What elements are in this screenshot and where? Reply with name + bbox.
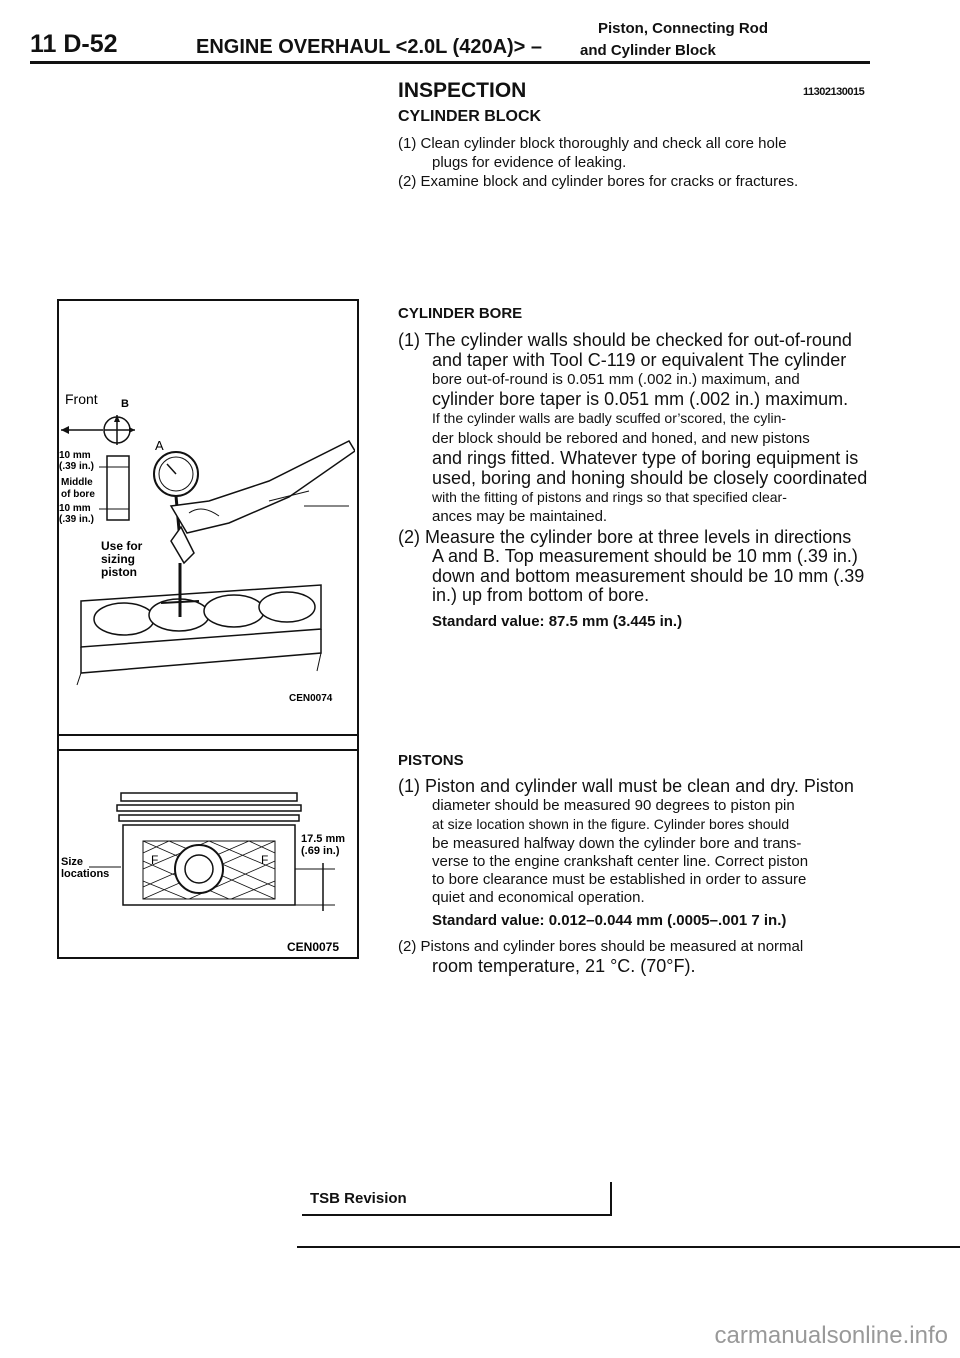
bore-line-6: der block should be rebored and honed, a… (432, 430, 810, 447)
fig1-sizing: sizing (101, 552, 135, 566)
fig2-dim-in: (.69 in.) (301, 845, 340, 857)
fig1-front-label: Front (65, 391, 98, 407)
figure-divider-b (57, 749, 359, 751)
bore-line-14: in.) up from bottom of bore. (432, 585, 650, 605)
pistons-line-1: (1) Piston and cylinder wall must be cle… (398, 776, 854, 796)
pistons-line-9: room temperature, 21 °C. (70°F). (432, 956, 696, 976)
fig1-of-bore: of bore (61, 489, 95, 500)
bore-line-1: (1) The cylinder walls should be checked… (398, 330, 852, 350)
pistons-line-6: to bore clearance must be established in… (432, 871, 807, 888)
tsb-revision-label: TSB Revision (310, 1190, 407, 1207)
fig1-a-label: A (155, 438, 164, 453)
cylinder-block-heading: CYLINDER BLOCK (398, 108, 542, 125)
cylinder-bore-figure: Front B A 10 mm (.39 in.) Middle of bore… (59, 391, 355, 704)
pistons-line-2: diameter should be measured 90 degrees t… (432, 797, 795, 814)
fig2-dim-mm: 17.5 mm (301, 833, 345, 845)
bore-line-9: with the fitting of pistons and rings so… (432, 489, 787, 505)
fig2-code: CEN0075 (287, 940, 339, 954)
fig1-piston: piston (101, 565, 137, 579)
bore-line-3: bore out-of-round is 0.051 mm (.002 in.)… (432, 371, 800, 388)
bore-line-2: and taper with Tool C-119 or equivalent … (432, 350, 847, 370)
bore-line-10: ances may be maintained. (432, 508, 608, 525)
fig1-use-for: Use for (101, 539, 143, 553)
bore-line-11: (2) Measure the cylinder bore at three l… (398, 527, 852, 547)
fig2-f2: F (261, 853, 268, 867)
cylinder-block-line-1: (1) Clean cylinder block thoroughly and … (398, 135, 787, 152)
inspection-heading: INSPECTION (398, 79, 527, 102)
fig1-top-in: (.39 in.) (59, 461, 94, 472)
fig1-b-label: B (121, 398, 129, 410)
bore-line-12: A and B. Top measurement should be 10 mm… (432, 546, 858, 566)
pistons-line-3: at size location shown in the figure. Cy… (432, 816, 790, 832)
watermark: carmanualsonline.info (714, 1322, 948, 1349)
page-number: 11 D-52 (30, 30, 118, 58)
pistons-line-8: (2) Pistons and cylinder bores should be… (398, 938, 804, 955)
pistons-line-5: verse to the engine crankshaft center li… (432, 853, 809, 870)
header-rule (30, 61, 870, 64)
footer-rule (297, 1246, 960, 1248)
fig2-locations: locations (61, 868, 109, 880)
figure-divider-a (57, 734, 359, 736)
figure1-top-rule (57, 299, 359, 301)
bore-line-5: If the cylinder walls are badly scuffed … (432, 410, 787, 426)
pistons-line-4: be measured halfway down the cylinder bo… (432, 835, 802, 852)
section-title: Piston, Connecting Rod (598, 20, 768, 37)
bore-standard-value: Standard value: 87.5 mm (3.445 in.) (432, 613, 683, 630)
cylinder-block-line-3: (2) Examine block and cylinder bores for… (398, 173, 799, 190)
fig2-size: Size (61, 856, 83, 868)
tsb-revision-box: TSB Revision (302, 1182, 612, 1216)
fig1-bot-mm: 10 mm (59, 503, 91, 514)
bore-line-8: used, boring and honing should be closel… (432, 468, 868, 488)
piston-size-figure: F F 17.5 mm (.69 in.) Size locations CEN… (61, 792, 345, 954)
figure-frame-left (57, 299, 59, 959)
manual-title: ENGINE OVERHAUL <2.0L (420A)> – (196, 36, 543, 58)
inspection-code: 11302130015 (803, 86, 865, 98)
fig2-f1: F (151, 853, 158, 867)
cylinder-bore-heading: CYLINDER BORE (398, 305, 523, 322)
fig1-code: CEN0074 (289, 693, 333, 704)
figure-frame-right (357, 299, 359, 959)
fig1-bot-in: (.39 in.) (59, 514, 94, 525)
bore-line-4: cylinder bore taper is 0.051 mm (.002 in… (432, 389, 849, 409)
fig1-middle: Middle (61, 477, 93, 488)
bore-line-13: down and bottom measurement should be 10… (432, 566, 865, 586)
pistons-standard-value: Standard value: 0.012–0.044 mm (.0005–.0… (432, 912, 787, 929)
pistons-heading: PISTONS (398, 752, 464, 769)
bore-line-7: and rings fitted. Whatever type of borin… (432, 448, 859, 468)
section-subtitle: and Cylinder Block (580, 42, 716, 59)
cylinder-block-line-2: plugs for evidence of leaking. (432, 154, 627, 171)
fig1-top-mm: 10 mm (59, 450, 91, 461)
pistons-line-7: quiet and economical operation. (432, 889, 645, 906)
figure2-bottom-rule (57, 957, 359, 959)
